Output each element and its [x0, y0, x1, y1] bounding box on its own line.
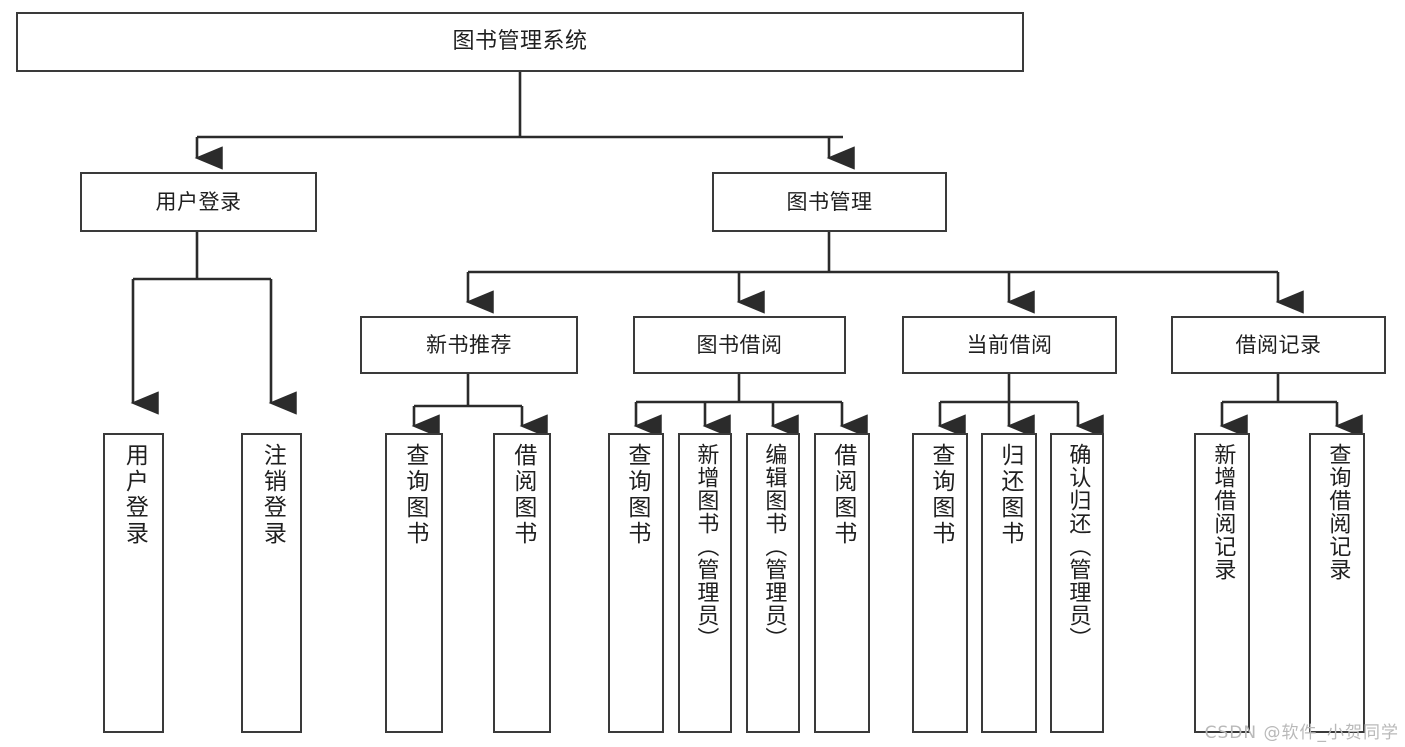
node-leaf-confirm-return-label: 确认归还（管理员）: [1065, 443, 1091, 650]
node-book-manage[interactable]: 图书管理: [712, 172, 947, 232]
node-root[interactable]: 图书管理系统: [16, 12, 1024, 72]
node-current-borrow[interactable]: 当前借阅: [902, 316, 1117, 374]
node-leaf-query-book-2[interactable]: 查询图书: [608, 433, 664, 733]
node-leaf-borrow-book-1-label: 借阅图书: [509, 443, 536, 547]
node-user-login-label: 用户登录: [155, 189, 242, 214]
node-borrow-record-label: 借阅记录: [1235, 332, 1322, 357]
node-leaf-add-book[interactable]: 新增图书（管理员）: [678, 433, 732, 733]
node-leaf-user-login[interactable]: 用户登录: [103, 433, 164, 733]
node-leaf-add-record-label: 新增借阅记录: [1210, 443, 1236, 581]
node-leaf-borrow-book-1[interactable]: 借阅图书: [493, 433, 551, 733]
node-leaf-query-book-3[interactable]: 查询图书: [912, 433, 968, 733]
node-book-borrow[interactable]: 图书借阅: [633, 316, 846, 374]
node-leaf-query-book-2-label: 查询图书: [623, 443, 650, 547]
node-leaf-query-book-1[interactable]: 查询图书: [385, 433, 443, 733]
node-book-borrow-label: 图书借阅: [696, 332, 783, 357]
node-borrow-record[interactable]: 借阅记录: [1171, 316, 1386, 374]
node-leaf-user-logout-label: 注销登录: [259, 443, 286, 547]
node-user-login[interactable]: 用户登录: [80, 172, 317, 232]
node-leaf-query-book-3-label: 查询图书: [927, 443, 954, 547]
node-leaf-user-logout[interactable]: 注销登录: [241, 433, 302, 733]
node-new-book-recommend[interactable]: 新书推荐: [360, 316, 578, 374]
node-new-book-recommend-label: 新书推荐: [426, 332, 512, 357]
node-leaf-query-book-1-label: 查询图书: [401, 443, 428, 547]
node-leaf-borrow-book-2[interactable]: 借阅图书: [814, 433, 870, 733]
csdn-watermark: CSDN @软件_小贺同学: [1204, 723, 1399, 743]
node-book-manage-label: 图书管理: [786, 189, 873, 214]
node-root-label: 图书管理系统: [452, 29, 588, 55]
node-leaf-user-login-label: 用户登录: [121, 443, 148, 547]
node-leaf-edit-book[interactable]: 编辑图书（管理员）: [746, 433, 800, 733]
node-leaf-query-record-label: 查询借阅记录: [1325, 443, 1351, 581]
node-leaf-confirm-return[interactable]: 确认归还（管理员）: [1050, 433, 1104, 733]
node-leaf-borrow-book-2-label: 借阅图书: [829, 443, 856, 547]
node-current-borrow-label: 当前借阅: [966, 332, 1053, 357]
node-leaf-add-record[interactable]: 新增借阅记录: [1194, 433, 1250, 733]
node-leaf-return-book[interactable]: 归还图书: [981, 433, 1037, 733]
node-leaf-query-record[interactable]: 查询借阅记录: [1309, 433, 1365, 733]
node-leaf-edit-book-label: 编辑图书（管理员）: [761, 443, 787, 650]
node-leaf-add-book-label: 新增图书（管理员）: [693, 443, 719, 650]
node-leaf-return-book-label: 归还图书: [996, 443, 1023, 547]
